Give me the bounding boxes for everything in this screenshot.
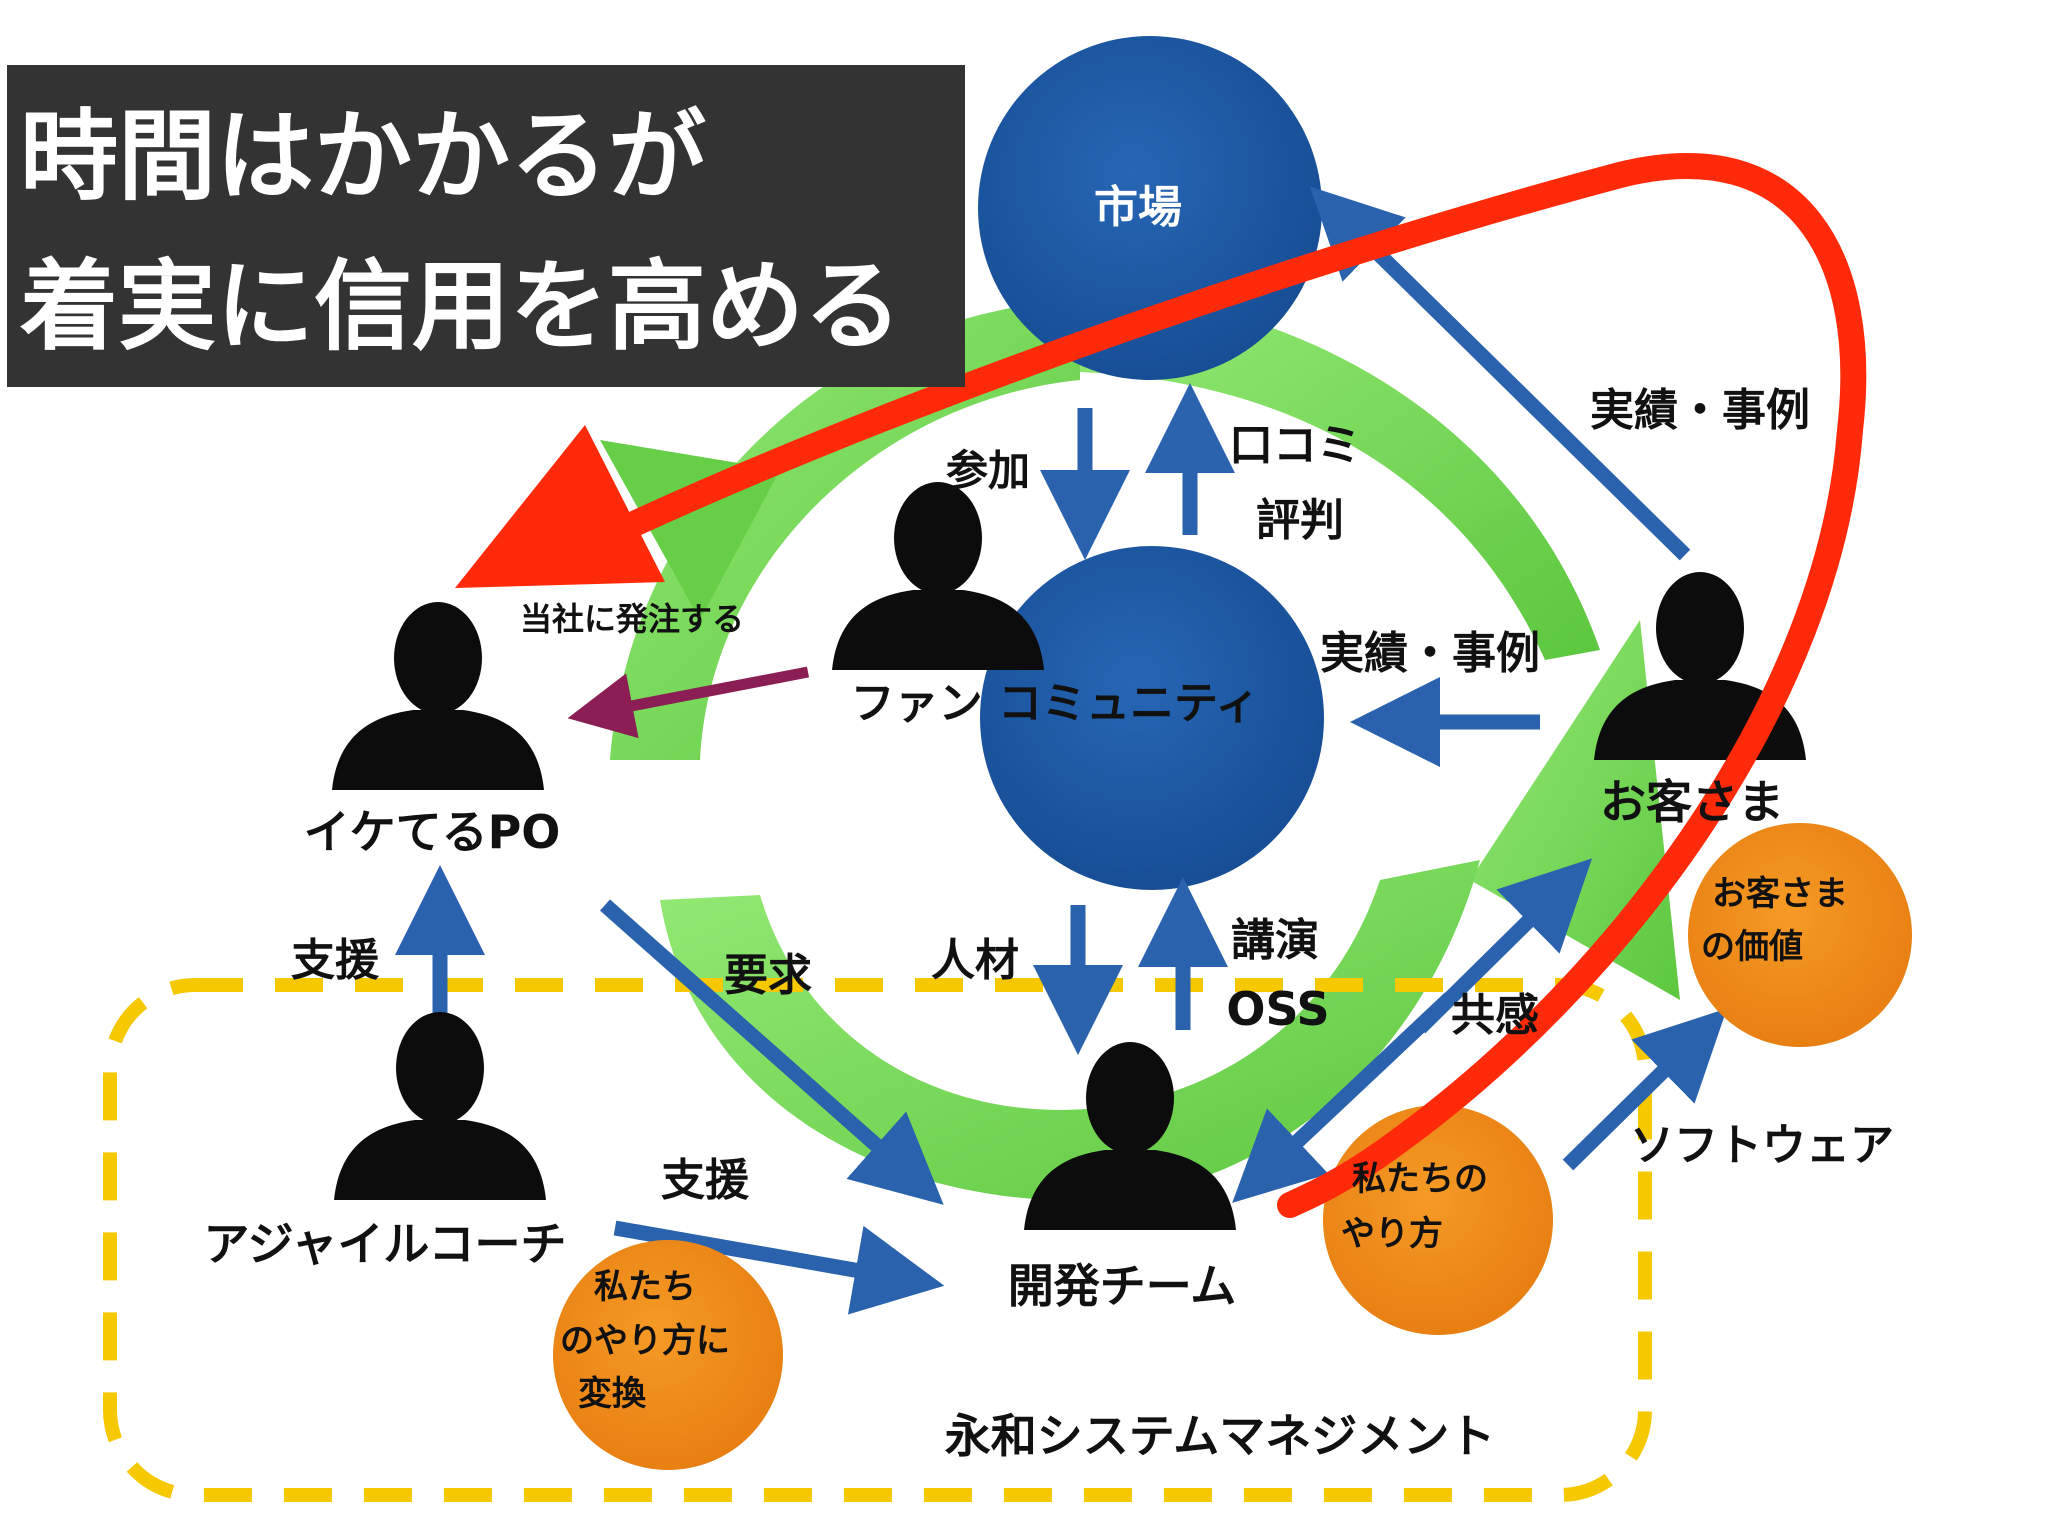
order-label: 当社に発注する	[520, 600, 744, 638]
our-way-label-1: 私たちの	[1352, 1159, 1488, 1199]
person-silhouette-icon	[832, 482, 1044, 670]
headline-line1: 時間はかかるが	[20, 100, 706, 214]
blue-flow-arrows	[395, 186, 1728, 1315]
company-label: 永和システムマネジメント	[945, 1409, 1496, 1463]
convert-label-3: 変換	[578, 1374, 647, 1414]
community-label: ファン コミュニティ	[851, 678, 1260, 729]
lecture-label-2: OSS	[1226, 982, 1329, 1036]
person-silhouette-icon	[334, 1012, 546, 1200]
convert-circle	[553, 1240, 783, 1470]
convert-label-2: のやり方に	[560, 1321, 730, 1361]
customer-value-label-1: お客さま	[1712, 874, 1848, 914]
talent-label: 人材	[931, 935, 1019, 986]
dev-team-label: 開発チーム	[1008, 1259, 1237, 1313]
person-silhouette-icon	[332, 602, 544, 790]
request-arrow	[600, 899, 944, 1205]
word-of-mouth-label-1: 口コミ	[1229, 420, 1361, 471]
software-arrow	[1562, 1008, 1728, 1171]
support-dev-label: 支援	[661, 1155, 750, 1206]
request-label: 要求	[724, 950, 812, 1001]
order-arrow	[567, 666, 810, 739]
headline-banner	[7, 65, 965, 387]
results-cases-top-label: 実績・事例	[1590, 385, 1810, 436]
support-po-label: 支援	[291, 935, 380, 986]
red-loop-arrow	[455, 153, 1867, 1218]
market-label: 市場	[1094, 182, 1182, 233]
customer-to-market-arrow	[1309, 186, 1691, 561]
empathy-arrow-to-customer	[1414, 858, 1593, 1034]
customer-value-label-2: の価値	[1701, 927, 1803, 967]
headline-line2: 着実に信用を高める	[19, 250, 902, 364]
po-label: イケてるPO	[304, 805, 561, 859]
lecture-label-1: 講演	[1231, 915, 1319, 966]
software-label: ソフトウェア	[1630, 1120, 1894, 1171]
customer-label: お客さま	[1600, 775, 1784, 829]
convert-label-1: 私たち	[594, 1267, 696, 1307]
coach-label: アジャイルコーチ	[204, 1217, 567, 1271]
company-boundary	[103, 978, 1652, 1502]
community-circle	[980, 546, 1324, 890]
participate-label: 参加	[946, 446, 1030, 495]
support-dev-arrow	[613, 1220, 945, 1315]
word-of-mouth-label-2: 評判	[1256, 495, 1344, 546]
results-cases-mid-label: 実績・事例	[1320, 628, 1540, 679]
empathy-label: 共感	[1451, 990, 1539, 1041]
our-way-label-2: やり方	[1341, 1214, 1443, 1254]
customer-value-circle	[1688, 823, 1912, 1047]
person-silhouette-icon	[1024, 1042, 1236, 1230]
